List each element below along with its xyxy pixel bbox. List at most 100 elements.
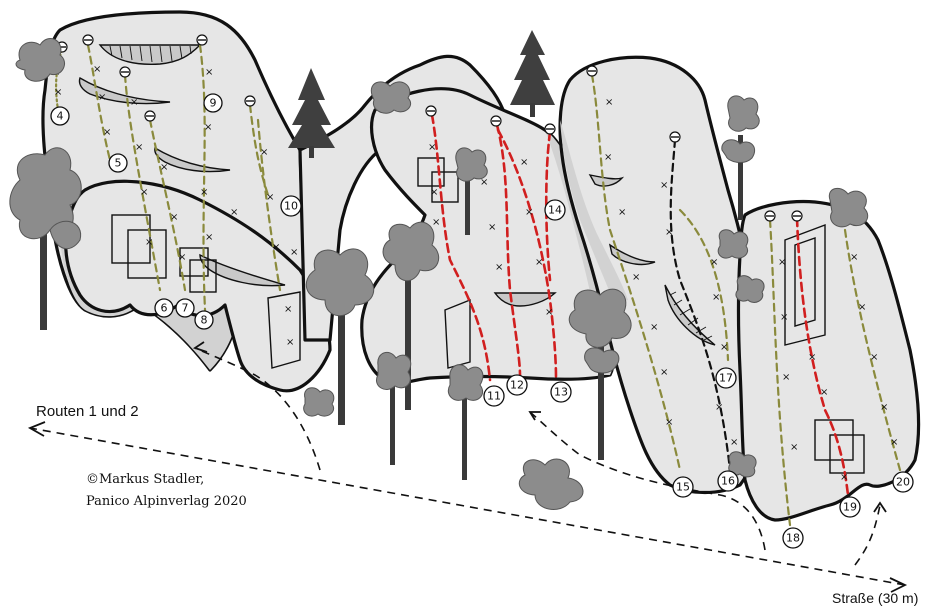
route-8-line — [198, 43, 207, 312]
slab-a — [111, 214, 151, 264]
route-number-15[interactable]: 15 — [672, 476, 694, 498]
svg-text:×: × — [480, 177, 488, 188]
svg-text:×: × — [715, 402, 723, 413]
anchor-icon — [196, 34, 208, 46]
svg-text:15: 15 — [676, 481, 690, 494]
svg-text:4: 4 — [57, 110, 64, 123]
svg-text:×: × — [858, 302, 866, 313]
slab-i-inner — [794, 237, 816, 327]
anchor-icon — [791, 210, 803, 222]
tree-icon — [455, 147, 488, 235]
route-number-8[interactable]: 8 — [194, 310, 214, 330]
slab-e — [267, 291, 301, 369]
route-number-17[interactable]: 17 — [715, 367, 737, 389]
svg-text:×: × — [790, 442, 798, 453]
route-number-14[interactable]: 14 — [544, 199, 566, 221]
slab-h — [444, 298, 471, 369]
path-to-left-rock — [194, 347, 321, 471]
bush-icon — [735, 275, 765, 303]
svg-text:×: × — [488, 222, 496, 233]
anchor-icon — [544, 123, 556, 135]
svg-text:13: 13 — [554, 386, 568, 399]
svg-text:×: × — [428, 142, 436, 153]
svg-text:×: × — [890, 437, 898, 448]
route-number-11[interactable]: 11 — [483, 385, 505, 407]
svg-text:×: × — [808, 352, 816, 363]
tree-icon — [305, 248, 375, 425]
route-5-line — [86, 43, 112, 162]
route-number-20[interactable]: 20 — [892, 471, 914, 493]
route-number-19[interactable]: 19 — [839, 496, 861, 518]
route-number-7[interactable]: 7 — [175, 298, 195, 318]
svg-text:×: × — [520, 157, 528, 168]
svg-text:×: × — [880, 402, 888, 413]
route-number-16[interactable]: 16 — [717, 470, 739, 492]
svg-text:×: × — [665, 227, 673, 238]
route-11-line — [430, 113, 492, 382]
copyright-credit: ©Markus Stadler, Panico Alpinverlag 2020 — [86, 469, 247, 513]
route-number-12[interactable]: 12 — [506, 374, 528, 396]
svg-text:×: × — [495, 262, 503, 273]
path-to-middle-rock — [529, 411, 766, 551]
fir-tree-icon — [510, 30, 555, 117]
route-number-5[interactable]: 5 — [108, 153, 128, 173]
svg-text:×: × — [284, 304, 292, 315]
svg-text:×: × — [200, 187, 208, 198]
route-number-13[interactable]: 13 — [550, 381, 572, 403]
svg-text:16: 16 — [721, 475, 735, 488]
rock-left-base — [64, 179, 332, 393]
route-18-line — [768, 218, 792, 527]
svg-text:×: × — [780, 312, 788, 323]
svg-text:×: × — [272, 242, 280, 253]
svg-text:×: × — [820, 387, 828, 398]
svg-text:×: × — [782, 372, 790, 383]
approach-paths — [27, 341, 908, 593]
svg-text:×: × — [850, 252, 858, 263]
route-6-line — [123, 73, 162, 292]
route-number-9[interactable]: 9 — [203, 93, 223, 113]
svg-text:×: × — [710, 257, 718, 268]
route-10-line — [256, 118, 282, 292]
bush-icon — [15, 37, 65, 82]
routes — [55, 43, 902, 527]
svg-text:×: × — [98, 92, 106, 103]
route-19-line — [795, 216, 850, 497]
svg-text:×: × — [205, 232, 213, 243]
svg-text:×: × — [170, 212, 178, 223]
svg-text:×: × — [605, 97, 613, 108]
route-14-line — [544, 130, 552, 282]
svg-text:×: × — [93, 64, 101, 75]
svg-text:×: × — [135, 142, 143, 153]
route-number-6[interactable]: 6 — [154, 298, 174, 318]
svg-text:×: × — [266, 192, 274, 203]
route-number-10[interactable]: 10 — [280, 195, 302, 217]
route-number-18[interactable]: 18 — [782, 527, 804, 549]
svg-text:×: × — [260, 147, 268, 158]
svg-text:×: × — [840, 472, 848, 483]
anchor-icon — [144, 110, 156, 122]
route-20-line — [843, 228, 902, 472]
slab-b — [127, 229, 167, 279]
tree-icon — [382, 221, 440, 410]
trees — [9, 95, 760, 480]
arrow-head-right-icon — [889, 577, 908, 593]
svg-text:10: 10 — [284, 200, 298, 213]
anchor-icon — [119, 66, 131, 78]
slab-j — [814, 419, 854, 461]
svg-text:×: × — [160, 162, 168, 173]
rock-right — [736, 199, 921, 522]
svg-text:×: × — [204, 122, 212, 133]
route-9-line — [248, 103, 270, 197]
anchor-icon — [82, 34, 94, 46]
roof-7 — [608, 243, 656, 266]
bush-icon — [828, 187, 869, 228]
roof-2 — [78, 76, 171, 105]
route-numbers: 4 5 6 7 8 9 10 11 12 13 14 15 16 17 18 1… — [50, 93, 914, 549]
svg-text:×: × — [130, 97, 138, 108]
svg-text:×: × — [103, 127, 111, 138]
svg-text:×: × — [286, 337, 294, 348]
arrow-head-left-icon — [27, 421, 46, 437]
svg-text:20: 20 — [896, 476, 910, 489]
route-number-4[interactable]: 4 — [50, 106, 70, 126]
